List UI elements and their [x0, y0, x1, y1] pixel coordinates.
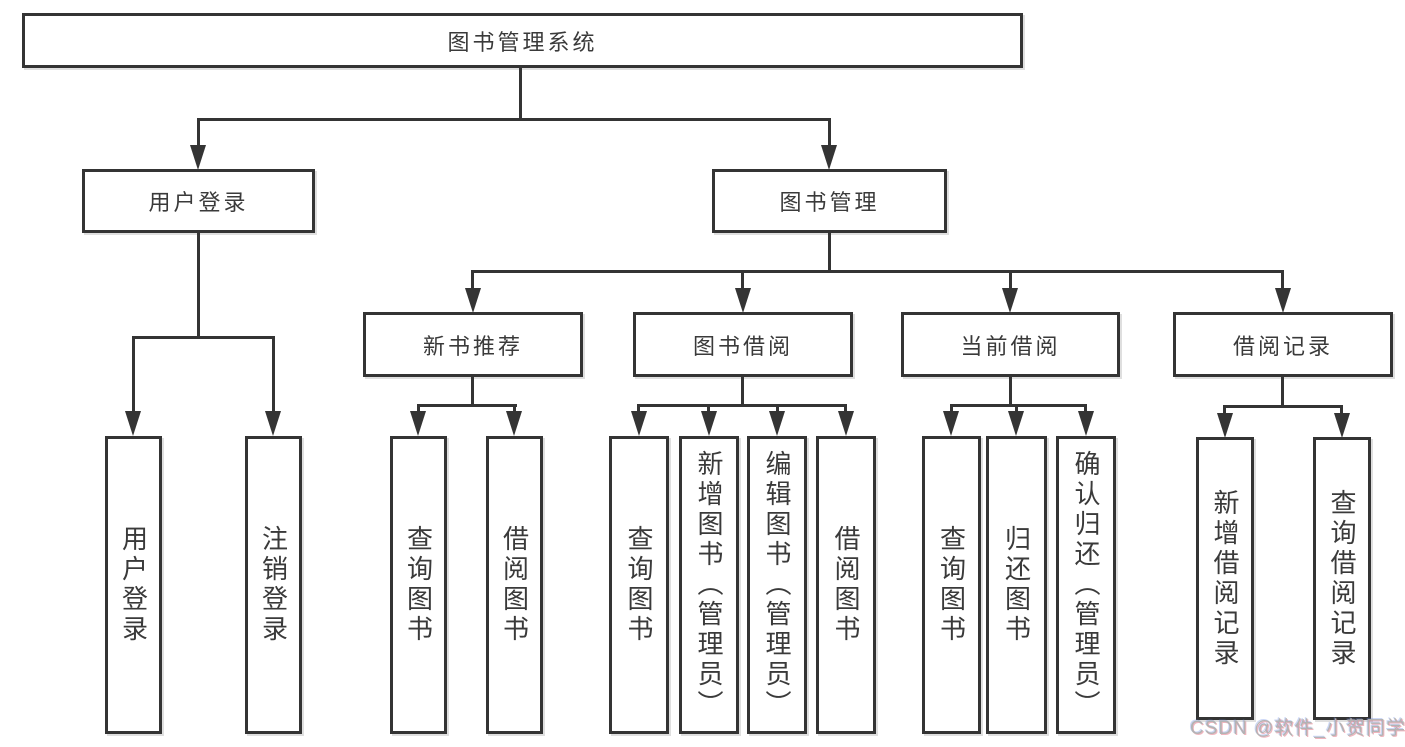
node-label: 用户登录: [118, 525, 149, 645]
leaf-query-books-borrowing: 查询图书: [609, 436, 669, 734]
leaf-borrow-books: 借阅图书: [816, 436, 876, 734]
leaf-query-books-current: 查询图书: [922, 436, 981, 734]
leaf-confirm-return-admin: 确认归还（管理员）: [1056, 436, 1116, 734]
node-current-borrowing: 当前借阅: [901, 312, 1120, 377]
node-label: 查询图书: [624, 525, 654, 645]
arrowhead: [735, 288, 751, 313]
connector: [197, 118, 200, 148]
connector: [844, 404, 847, 414]
node-label: 借阅图书: [831, 525, 861, 645]
node-label: 查询图书: [936, 525, 967, 645]
node-label: 编辑图书（管理员）: [762, 450, 792, 720]
connector: [707, 404, 710, 414]
connector: [741, 270, 744, 292]
arrowhead: [943, 411, 959, 436]
node-new-book-recommendation: 新书推荐: [363, 312, 583, 377]
arrowhead: [821, 145, 837, 170]
connector: [828, 233, 831, 273]
arrowhead: [769, 411, 785, 436]
connector: [272, 336, 275, 414]
node-book-borrowing: 图书借阅: [633, 312, 853, 377]
node-label: 新增借阅记录: [1210, 488, 1240, 669]
arrowhead: [1275, 288, 1291, 313]
connector: [132, 336, 135, 414]
node-label: 图书管理: [779, 190, 880, 215]
leaf-borrow-books-recommend: 借阅图书: [486, 436, 543, 734]
connector: [741, 377, 744, 407]
connector: [950, 404, 1087, 407]
arrowhead: [125, 411, 141, 436]
node-label: 查询图书: [403, 525, 434, 645]
node-label: 归还图书: [1001, 525, 1032, 645]
arrowhead: [1002, 288, 1018, 313]
connector: [637, 404, 640, 414]
connector: [828, 118, 831, 148]
arrowhead: [1078, 411, 1094, 436]
arrowhead: [701, 411, 717, 436]
arrowhead: [465, 288, 481, 313]
connector: [197, 233, 200, 339]
arrowhead: [1217, 413, 1233, 438]
connector: [1281, 377, 1284, 408]
node-label: 用户登录: [148, 190, 249, 215]
leaf-return-books: 归还图书: [986, 436, 1047, 734]
connector: [1009, 377, 1012, 407]
connector: [471, 270, 474, 292]
arrowhead: [265, 411, 281, 436]
connector: [132, 336, 275, 339]
arrowhead: [190, 145, 206, 170]
node-label: 确认归还（管理员）: [1071, 450, 1101, 720]
node-user-login: 用户登录: [82, 169, 315, 233]
connector: [1223, 405, 1343, 408]
node-label: 注销登录: [258, 525, 289, 645]
leaf-query-borrowing-record: 查询借阅记录: [1313, 437, 1371, 720]
arrowhead: [838, 411, 854, 436]
node-label: 图书管理系统: [447, 29, 598, 55]
connector: [471, 377, 474, 407]
node-label: 新增图书（管理员）: [694, 450, 724, 720]
connector: [519, 68, 522, 121]
arrowhead: [506, 411, 522, 436]
arrowhead: [1334, 413, 1350, 438]
connector: [776, 404, 779, 414]
connector: [417, 404, 420, 414]
connector: [637, 404, 847, 407]
connector: [950, 404, 953, 414]
node-label: 图书借阅: [692, 333, 793, 359]
connector: [417, 404, 517, 407]
connector: [1009, 270, 1012, 292]
arrowhead: [410, 411, 426, 436]
connector: [1223, 405, 1226, 415]
connector: [197, 118, 831, 121]
connector: [1084, 404, 1087, 414]
node-library-management-system: 图书管理系统: [22, 13, 1023, 68]
connector: [1281, 270, 1284, 292]
node-label: 借阅图书: [499, 525, 530, 645]
connector: [471, 270, 1284, 273]
node-book-management: 图书管理: [712, 169, 947, 233]
connector: [513, 404, 516, 414]
leaf-add-books-admin: 新增图书（管理员）: [679, 436, 739, 734]
connector: [1015, 404, 1018, 414]
leaf-user-login-action: 用户登录: [105, 436, 162, 734]
leaf-add-borrowing-record: 新增借阅记录: [1196, 437, 1254, 720]
node-borrowing-records: 借阅记录: [1173, 312, 1393, 377]
leaf-logout-action: 注销登录: [245, 436, 302, 734]
leaf-edit-books-admin: 编辑图书（管理员）: [747, 436, 807, 734]
arrowhead: [631, 411, 647, 436]
watermark-csdn: CSDN @软件_小贺同学: [1190, 718, 1405, 739]
connector: [1340, 405, 1343, 415]
node-label: 查询借阅记录: [1327, 488, 1357, 669]
node-label: 新书推荐: [422, 333, 523, 359]
leaf-query-books-recommend: 查询图书: [390, 436, 447, 734]
node-label: 当前借阅: [960, 333, 1061, 359]
node-label: 借阅记录: [1232, 333, 1333, 359]
arrowhead: [1008, 411, 1024, 436]
